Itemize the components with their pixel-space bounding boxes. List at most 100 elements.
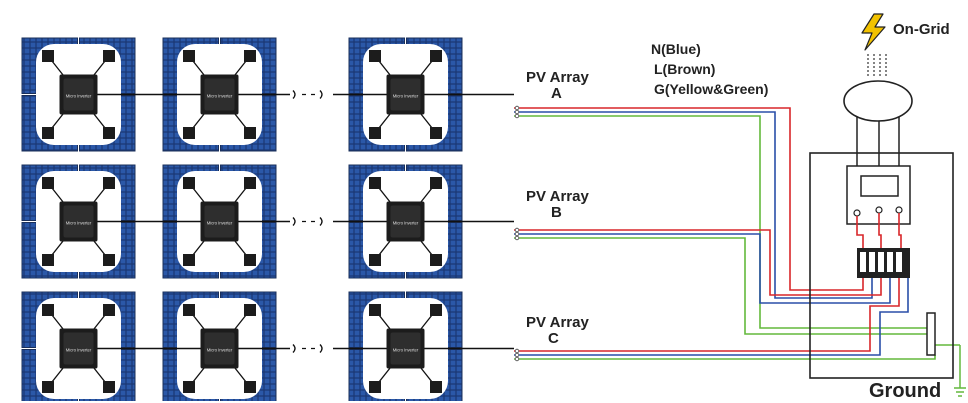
junction-box (183, 381, 195, 393)
junction-box (103, 50, 115, 62)
inverter-face (390, 205, 421, 238)
breaker-block (857, 248, 910, 278)
wire-terminal (514, 356, 520, 362)
array-c-title: PV Array (526, 314, 589, 331)
junction-box (430, 177, 442, 189)
array-b-letter: B (551, 204, 562, 221)
solar-module: Micro Inverter (348, 37, 463, 152)
continuation-ellipsis (292, 217, 323, 226)
junction-box (103, 177, 115, 189)
solar-module: Micro Inverter (162, 164, 277, 279)
inverter-brand-text: Micro Inverter (66, 348, 92, 353)
inverter-face (204, 78, 235, 111)
continuation-ellipsis (292, 344, 323, 353)
inverter-face (204, 332, 235, 365)
lightning-bolt-icon (861, 13, 886, 51)
ground-symbol-icon (954, 345, 966, 397)
inverter-face (390, 78, 421, 111)
wire-terminal (514, 105, 520, 111)
wire-terminal (514, 113, 520, 119)
junction-box (369, 127, 381, 139)
inverter-brand-text: Micro Inverter (393, 221, 419, 226)
junction-box (430, 127, 442, 139)
inverter-face (390, 332, 421, 365)
junction-box (430, 50, 442, 62)
junction-box (369, 254, 381, 266)
ac-wiring (97, 90, 960, 362)
inverter-brand-text: Micro Inverter (66, 94, 92, 99)
junction-box (42, 177, 54, 189)
on-grid-label: On-Grid (893, 21, 950, 38)
neutral-wire-label: N(Blue) (651, 41, 701, 57)
inverter-brand-text: Micro Inverter (393, 94, 419, 99)
distribution-cabinet (809, 117, 954, 379)
array-a-letter: A (551, 85, 562, 102)
inverter-brand-text: Micro Inverter (207, 221, 233, 226)
junction-box (183, 177, 195, 189)
wire-terminal (514, 231, 520, 237)
solar-module: Micro Inverter (162, 291, 277, 401)
solar-module: Micro Inverter (348, 164, 463, 279)
utility-connection (843, 13, 913, 122)
earth-conductor-b (514, 237, 931, 335)
junction-box (103, 304, 115, 316)
wire-terminal (514, 348, 520, 354)
solar-module: Micro Inverter (162, 37, 277, 152)
junction-box (42, 254, 54, 266)
inverter-brand-text: Micro Inverter (66, 221, 92, 226)
junction-box (369, 381, 381, 393)
earth-conductor-c (514, 355, 936, 360)
solar-module: Micro Inverter (21, 37, 136, 152)
junction-box (369, 177, 381, 189)
junction-box (183, 127, 195, 139)
earth-bar (926, 312, 936, 356)
junction-box (430, 304, 442, 316)
array-b-title: PV Array (526, 188, 589, 205)
junction-box (244, 254, 256, 266)
junction-box (183, 50, 195, 62)
neutral-conductor-a (514, 111, 873, 299)
junction-box (42, 304, 54, 316)
solar-module: Micro Inverter (21, 291, 136, 401)
wire-terminal (514, 352, 520, 358)
neutral-conductor-c (514, 278, 909, 356)
junction-box (244, 50, 256, 62)
junction-box (244, 127, 256, 139)
junction-box (42, 381, 54, 393)
junction-box (369, 304, 381, 316)
ground-label: Ground (869, 380, 942, 402)
junction-box (430, 254, 442, 266)
wire-terminal (514, 227, 520, 233)
junction-box (244, 304, 256, 316)
junction-box (42, 50, 54, 62)
junction-box (103, 254, 115, 266)
inverter-brand-text: Micro Inverter (207, 348, 233, 353)
junction-box (430, 381, 442, 393)
junction-box (369, 50, 381, 62)
junction-box (183, 254, 195, 266)
inverter-face (63, 78, 94, 111)
inverter-brand-text: Micro Inverter (207, 94, 233, 99)
junction-box (103, 381, 115, 393)
line-conductor-a (514, 107, 864, 291)
inverter-face (63, 332, 94, 365)
line-wire-label: L(Brown) (654, 61, 716, 77)
line-conductor-b (514, 229, 882, 296)
junction-box (103, 127, 115, 139)
junction-box (42, 127, 54, 139)
line-conductor-c (514, 278, 900, 352)
earth-wire-label: G(Yellow&Green) (654, 81, 769, 97)
solar-module: Micro Inverter (348, 291, 463, 401)
continuation-ellipsis (292, 90, 323, 99)
inverter-face (63, 205, 94, 238)
array-c-letter: C (548, 330, 559, 347)
array-a-title: PV Array (526, 69, 589, 86)
junction-box (244, 177, 256, 189)
solar-module: Micro Inverter (21, 164, 136, 279)
junction-box (244, 381, 256, 393)
earth-conductor-a (514, 115, 931, 329)
inverter-brand-text: Micro Inverter (393, 348, 419, 353)
neutral-conductor-b (514, 233, 891, 304)
